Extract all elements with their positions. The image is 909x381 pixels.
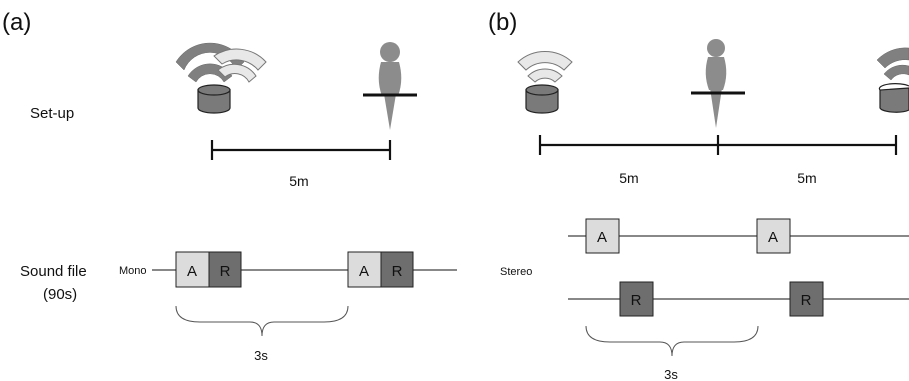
distance-label-left: 5m	[619, 170, 638, 186]
speaker-icon	[197, 84, 231, 114]
interval-brace	[175, 305, 349, 337]
setup-label: Set-up	[30, 105, 74, 122]
stereo-block-a-1: A	[585, 218, 620, 254]
panel-a-tag: (a)	[2, 9, 31, 36]
block-r: R	[801, 292, 812, 309]
interval-brace	[585, 325, 759, 357]
speaker-wave-icon-light	[213, 48, 267, 83]
stereo-channel-label: Stereo	[500, 266, 532, 278]
sound-file-duration: (90s)	[43, 286, 77, 303]
block-a: A	[187, 263, 197, 280]
interval-label: 3s	[254, 348, 268, 363]
panel-b-tag: (b)	[488, 9, 517, 36]
block-r: R	[392, 263, 403, 280]
bird-icon	[378, 42, 402, 130]
distance-label: 5m	[289, 173, 308, 189]
bird-icon	[705, 39, 727, 128]
speaker-icon-left	[525, 84, 559, 114]
distance-scale	[538, 135, 898, 155]
interval-label: 3s	[664, 367, 678, 381]
distance-scale	[210, 140, 392, 160]
stereo-block-r-1: R	[619, 281, 654, 317]
block-a: A	[597, 229, 607, 246]
stereo-block-a-2: A	[756, 218, 791, 254]
mono-channel-label: Mono	[119, 265, 147, 277]
block-r: R	[220, 263, 231, 280]
block-a: A	[768, 229, 778, 246]
speaker-wave-icon-light	[517, 51, 573, 83]
mono-block-pair-2: A R	[347, 251, 414, 288]
mono-block-pair-1: A R	[175, 251, 242, 288]
stereo-block-r-2: R	[789, 281, 824, 317]
distance-label-right: 5m	[797, 170, 816, 186]
speaker-icon-right	[878, 83, 909, 113]
block-a: A	[359, 263, 369, 280]
block-r: R	[631, 292, 642, 309]
speaker-wave-icon-dark	[876, 47, 909, 81]
sound-file-label: Sound file	[20, 263, 87, 280]
